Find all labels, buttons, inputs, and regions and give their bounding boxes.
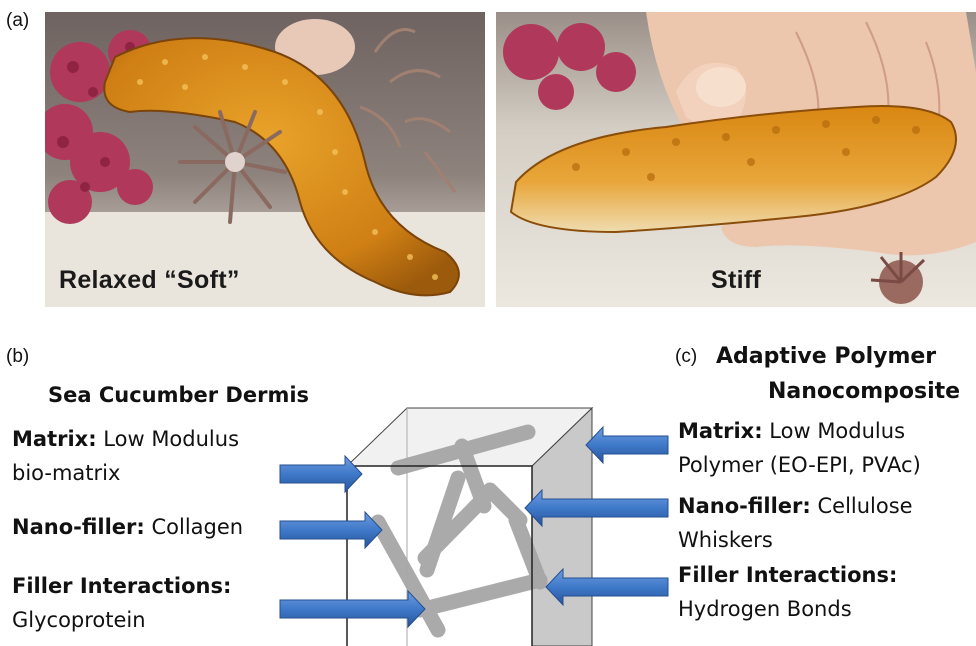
whisker	[420, 580, 540, 610]
nanofiller-term: Nano-filler:	[12, 515, 145, 539]
panel-c-heading-line2: Nanocomposite	[768, 379, 960, 404]
panel-c-nanofiller-line1: Nano-filler: Cellulose	[678, 489, 913, 523]
interactions-term: Filler Interactions:	[678, 563, 897, 587]
panel-c-matrix-line2: Polymer (EO-EPI, PVAc)	[678, 448, 921, 482]
matrix-value: Low Modulus	[763, 419, 905, 443]
nanofiller-value: Collagen	[145, 515, 243, 539]
panel-c-heading-line1: Adaptive Polymer	[716, 344, 936, 369]
matrix-term: Matrix:	[678, 419, 763, 443]
arrow-nanofiller-left	[280, 512, 382, 548]
arrow-interactions-left	[280, 591, 425, 627]
panel-b-interactions-line1: Filler Interactions:	[12, 569, 231, 603]
panel-c-label: (c)	[675, 346, 697, 368]
nanofiller-term: Nano-filler:	[678, 494, 811, 518]
panel-b-heading: Sea Cucumber Dermis	[48, 383, 309, 407]
panel-b-label: (b)	[6, 346, 29, 368]
panel-b-interactions-line2: Glycoprotein	[12, 603, 146, 637]
panel-b-matrix-line1: Matrix: Low Modulus	[12, 422, 239, 456]
panel-c-matrix-line1: Matrix: Low Modulus	[678, 414, 905, 448]
panel-b-nanofiller: Nano-filler: Collagen	[12, 510, 243, 544]
panel-c-interactions-line1: Filler Interactions:	[678, 558, 897, 592]
arrow-matrix-right	[586, 427, 668, 463]
matrix-value: Low Modulus	[97, 427, 239, 451]
nanofiller-value: Cellulose	[811, 494, 913, 518]
panel-b-matrix-line2: bio-matrix	[12, 456, 120, 490]
panel-c-interactions-line2: Hydrogen Bonds	[678, 592, 852, 626]
matrix-term: Matrix:	[12, 427, 97, 451]
panel-c-nanofiller-line2: Whiskers	[678, 523, 773, 557]
interactions-term: Filler Interactions:	[12, 574, 231, 598]
arrow-matrix-left	[280, 456, 362, 492]
